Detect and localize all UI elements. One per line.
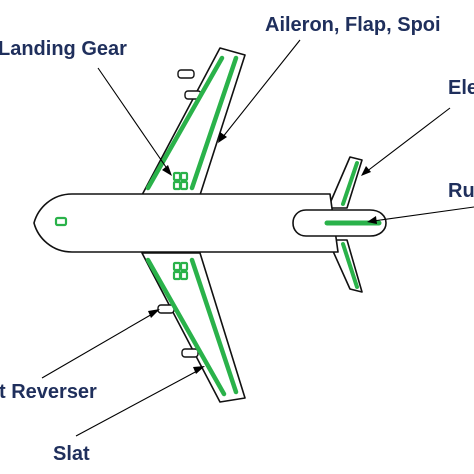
rudder-leader <box>372 206 474 222</box>
labels: Landing Gear Aileron, Flap, Spoi Ele Ru … <box>0 14 474 465</box>
upper-aileron-flap-strip <box>189 55 239 191</box>
control-surfaces <box>145 55 382 397</box>
engine-pod-lower-outer <box>181 348 199 358</box>
upper-slat-strip <box>145 55 225 191</box>
thrust-reverser-label: t Reverser <box>0 381 97 403</box>
landing-gear-leader <box>97 67 169 171</box>
aileron-leader <box>221 39 301 139</box>
elevator-label: Ele <box>448 77 474 99</box>
slat-leader <box>75 369 200 437</box>
engine-pod-lower-inner <box>157 304 175 314</box>
upper-elevator-strip <box>341 161 359 206</box>
engine-pod-upper-outer <box>177 69 195 79</box>
cockpit-marker <box>54 216 68 227</box>
elevator-arrowhead <box>361 166 371 176</box>
landing-gear-label: Landing Gear <box>0 38 127 60</box>
landing-gear-lower-left-2 <box>172 270 182 281</box>
landing-gear-upper-right-2 <box>179 180 189 191</box>
elevator-leader <box>365 107 451 173</box>
rudder-arrowhead <box>367 216 377 224</box>
thrust-reverser-arrowhead <box>148 309 160 318</box>
fuselage <box>33 193 339 253</box>
landing-gear-upper-left-2 <box>172 180 182 191</box>
leader-lines <box>41 39 474 437</box>
landing-gear-upper-left <box>172 171 182 182</box>
lower-slat-strip <box>145 257 227 397</box>
slat-label: Slat <box>53 443 90 465</box>
landing-gear-lower-left <box>172 261 182 272</box>
lower-aileron-flap-strip <box>189 257 239 395</box>
aileron-flap-spoiler-label: Aileron, Flap, Spoi <box>265 14 441 36</box>
landing-gear-lower-right-2 <box>179 270 189 281</box>
landing-gear-upper-right <box>179 171 189 182</box>
thrust-reverser-leader <box>41 312 155 379</box>
landing-gear-arrowhead <box>162 165 172 176</box>
lower-elevator-strip <box>341 242 359 289</box>
slat-arrowhead <box>193 366 205 374</box>
rudder-label: Ru <box>448 180 474 202</box>
aileron-arrowhead <box>218 132 227 143</box>
landing-gear-lower-right <box>179 261 189 272</box>
